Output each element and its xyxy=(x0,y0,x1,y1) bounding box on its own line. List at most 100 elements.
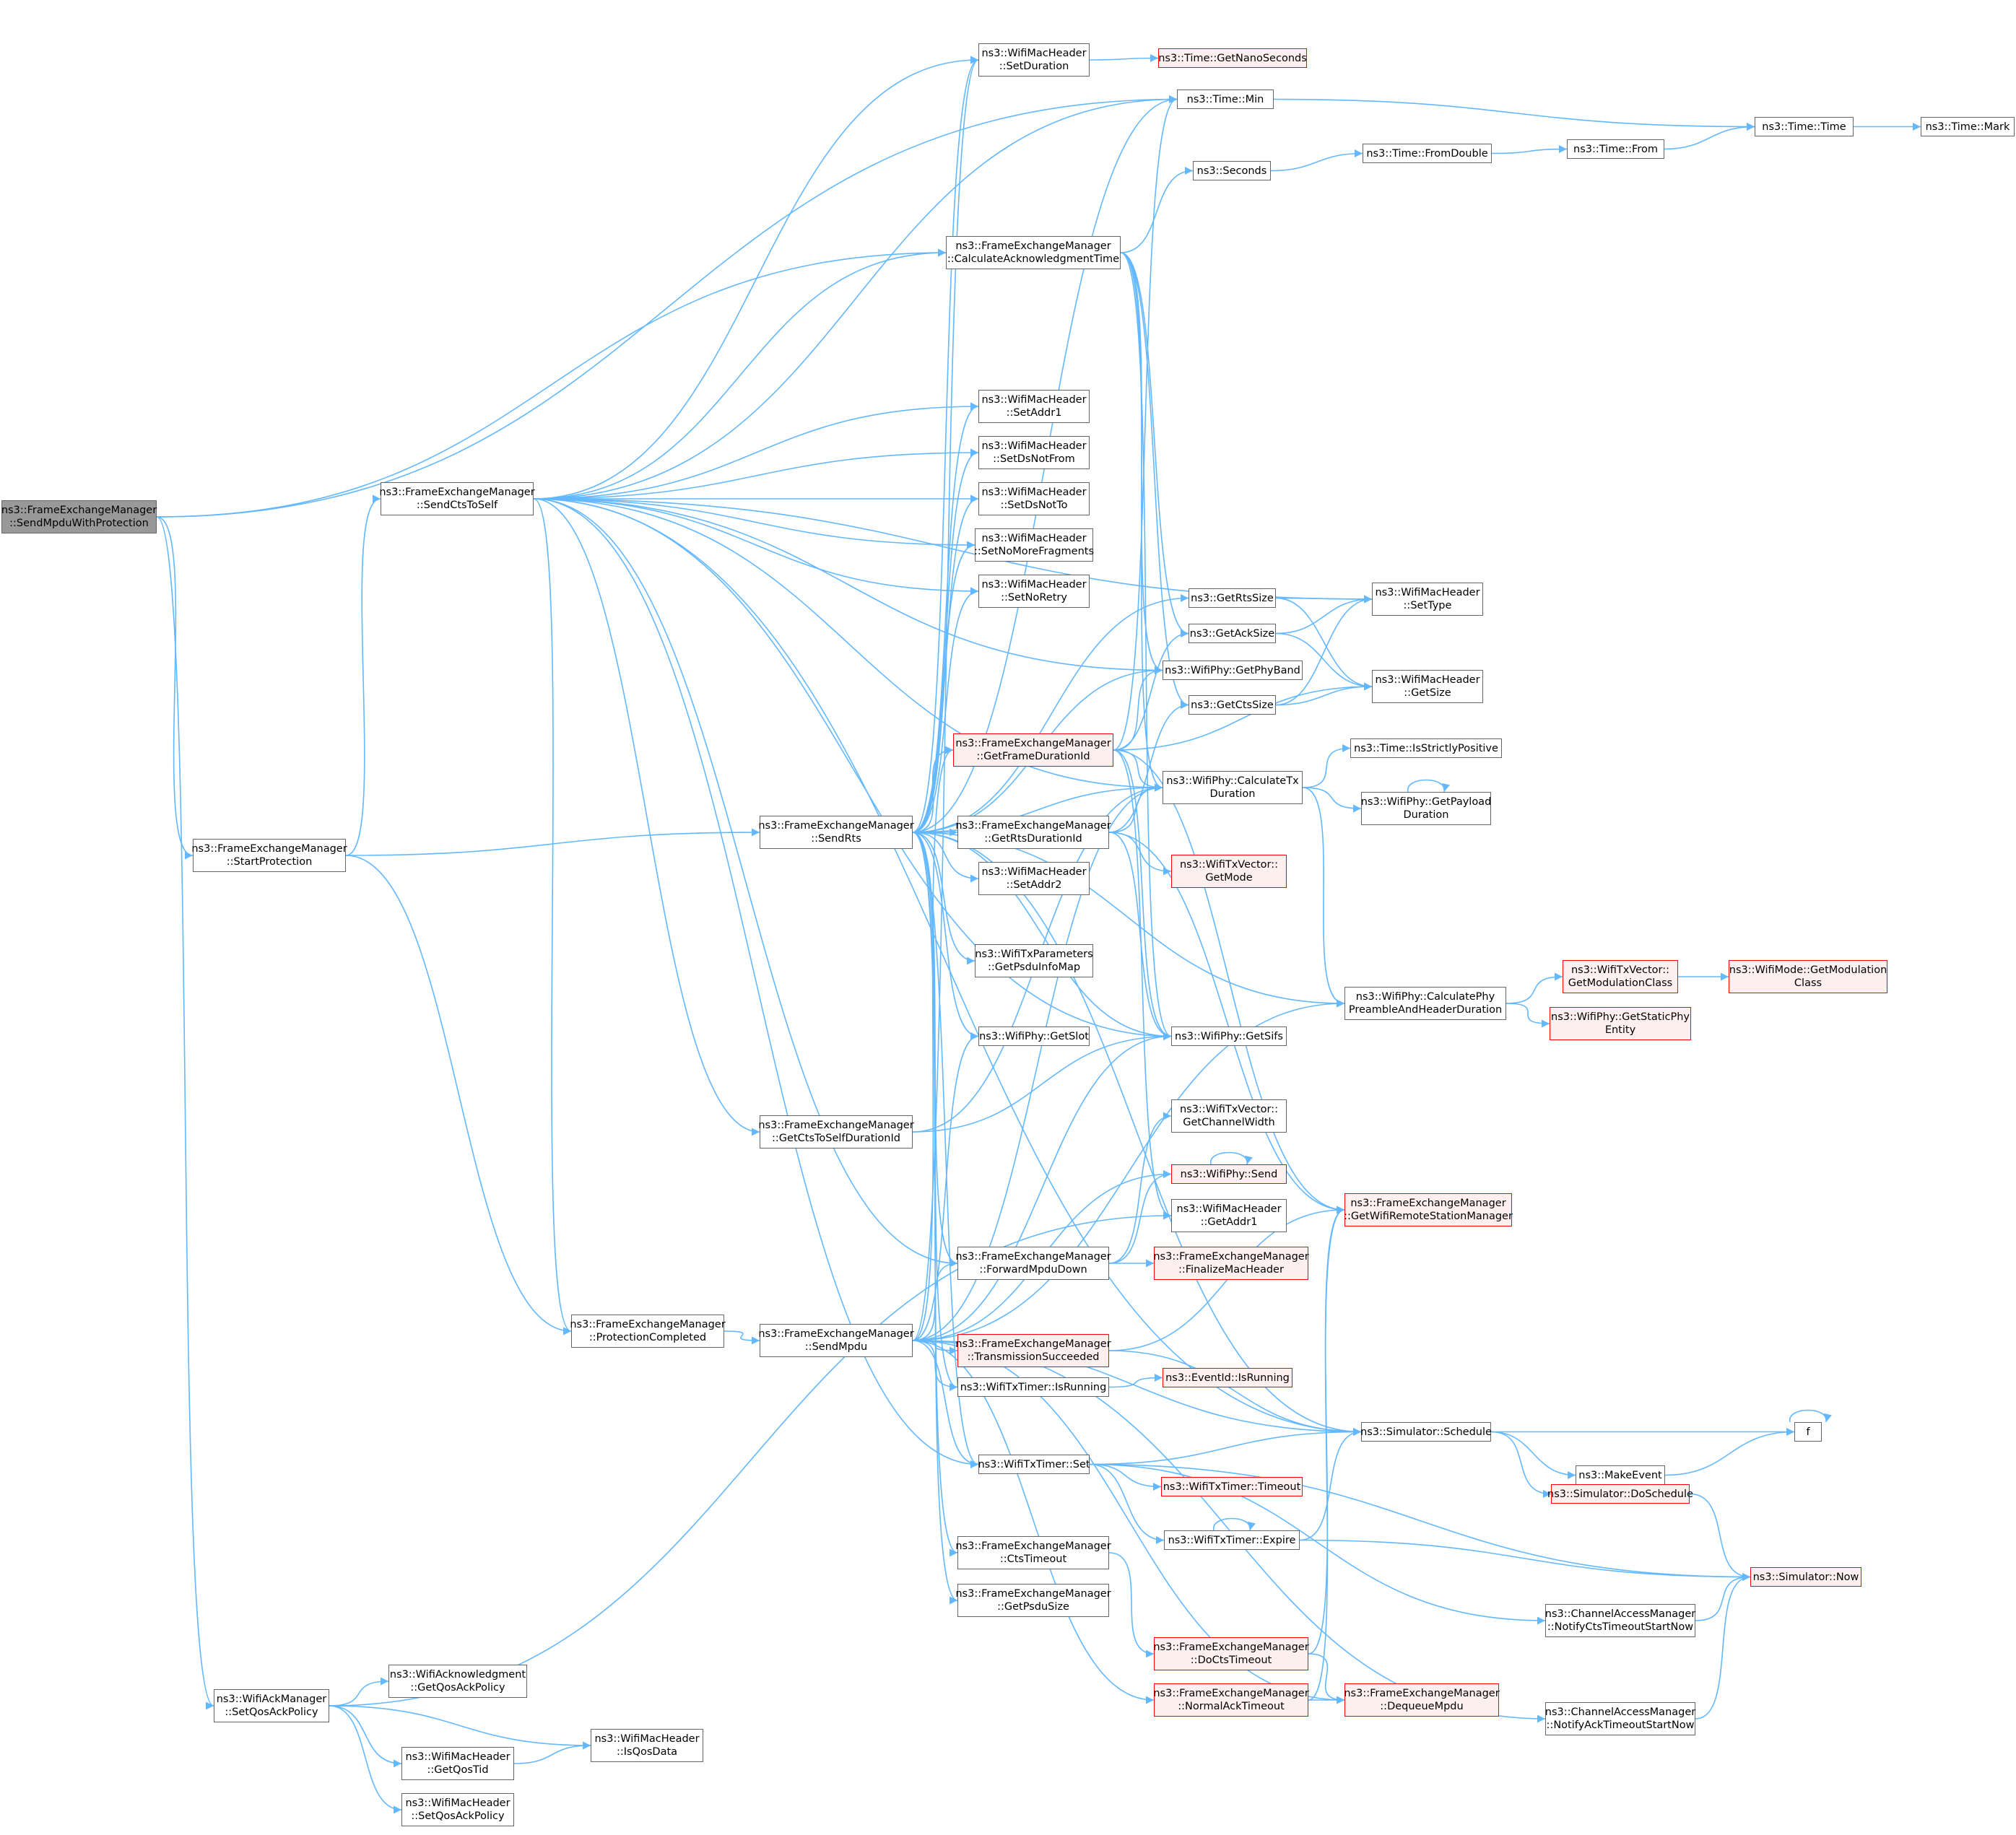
edge-n13-n22 xyxy=(533,498,1163,675)
edge-n24-n20 xyxy=(1275,595,1373,706)
edge-n40-n39 xyxy=(912,1032,1172,1133)
node-notify-ack-timeout-start-now[interactable]: ns3::ChannelAccessManager::NotifyAckTime… xyxy=(1545,1702,1695,1735)
edge-n10-n11 xyxy=(1270,149,1363,172)
node-get-size[interactable]: ns3::WifiMacHeader::GetSize xyxy=(1372,670,1483,703)
node-set-duration[interactable]: ns3::WifiMacHeader::SetDuration xyxy=(978,43,1090,77)
node-get-wifi-remote-station-manager[interactable]: ns3::FrameExchangeManager::GetWifiRemote… xyxy=(1344,1193,1513,1226)
node-event-id-is-running[interactable]: ns3::EventId::IsRunning xyxy=(1163,1368,1292,1387)
node-dequeue-mpdu[interactable]: ns3::FrameExchangeManager::DequeueMpdu xyxy=(1344,1683,1500,1717)
edge-n45-n42 xyxy=(1108,1169,1172,1264)
edge-n8-n9 xyxy=(1089,53,1159,63)
edge-n55-n58 xyxy=(1089,1463,1165,1545)
node-forward-mpdu-down[interactable]: ns3::FrameExchangeManager::ForwardMpduDo… xyxy=(955,1247,1111,1280)
node-simulator-now[interactable]: ns3::Simulator::Now xyxy=(1750,1567,1861,1587)
edge-n27-n38 xyxy=(912,832,979,1041)
node-get-rts-duration-id[interactable]: ns3::FrameExchangeManager::GetRtsDuratio… xyxy=(955,816,1111,849)
node-tx-vector-get-modulation-class[interactable]: ns3::WifiTxVector::GetModulationClass xyxy=(1563,960,1678,993)
node-get-addr1[interactable]: ns3::WifiMacHeader::GetAddr1 xyxy=(1171,1199,1287,1232)
node-wifi-tx-timer-is-running[interactable]: ns3::WifiTxTimer::IsRunning xyxy=(957,1377,1109,1397)
node-time-get-nano-seconds[interactable]: ns3::Time::GetNanoSeconds xyxy=(1158,48,1307,68)
edge-n47-n48 xyxy=(724,1330,760,1345)
edge-n5-n67 xyxy=(329,1705,591,1750)
node-make-event[interactable]: ns3::MakeEvent xyxy=(1576,1465,1665,1485)
edge-n58-n52 xyxy=(1299,1427,1362,1541)
node-finalize-mac-header[interactable]: ns3::FrameExchangeManager::FinalizeMacHe… xyxy=(1153,1247,1309,1280)
node-tx-vector-get-channel-width[interactable]: ns3::WifiTxVector::GetChannelWidth xyxy=(1171,1099,1287,1133)
node-get-ack-size[interactable]: ns3::GetAckSize xyxy=(1189,624,1276,643)
edge-n25-n22 xyxy=(1113,666,1163,751)
node-get-qos-tid[interactable]: ns3::WifiMacHeader::GetQosTid xyxy=(401,1747,514,1780)
node-get-psdu-size[interactable]: ns3::FrameExchangeManager::GetPsduSize xyxy=(955,1584,1111,1617)
node-time-mark[interactable]: ns3::Time::Mark xyxy=(1921,117,2015,136)
edge-n1-n5 xyxy=(156,516,214,1710)
node-set-ds-not-to[interactable]: ns3::WifiMacHeader::SetDsNotTo xyxy=(978,482,1090,515)
node-send-cts-to-self[interactable]: ns3::FrameExchangeManager::SendCtsToSelf xyxy=(379,482,535,515)
node-get-cts-size[interactable]: ns3::GetCtsSize xyxy=(1189,695,1276,715)
node-wifi-acknowledgment-get-qos-ack-policy[interactable]: ns3::WifiAcknowledgment::GetQosAckPolicy xyxy=(388,1665,527,1698)
node-set-addr2[interactable]: ns3::WifiMacHeader::SetAddr2 xyxy=(978,862,1090,895)
node-seconds[interactable]: ns3::Seconds xyxy=(1193,161,1271,180)
edge-n48-n38 xyxy=(912,1032,979,1341)
edge-n13-n15 xyxy=(533,448,979,500)
edge-n25-n39 xyxy=(1113,749,1172,1041)
edge-n13-n3 xyxy=(533,248,947,500)
node-is-qos-data[interactable]: ns3::WifiMacHeader::IsQosData xyxy=(591,1729,703,1762)
edge-n13-n47 xyxy=(533,498,572,1335)
node-tx-parameters-get-psdu-info-map[interactable]: ns3::WifiTxParameters::GetPsduInfoMap xyxy=(975,944,1093,977)
node-wifi-tx-timer-expire[interactable]: ns3::WifiTxTimer::Expire xyxy=(1164,1530,1300,1550)
node-set-ds-not-from[interactable]: ns3::WifiMacHeader::SetDsNotFrom xyxy=(978,436,1090,469)
node-set-no-retry[interactable]: ns3::WifiMacHeader::SetNoRetry xyxy=(978,575,1090,608)
node-wifi-tx-timer-set[interactable]: ns3::WifiTxTimer::Set xyxy=(978,1455,1090,1474)
node-calculate-acknowledgment-time[interactable]: ns3::FrameExchangeManager::CalculateAckn… xyxy=(946,236,1121,269)
node-ack-manager-set-qos-ack-policy[interactable]: ns3::WifiAckManager::SetQosAckPolicy xyxy=(214,1689,329,1722)
node-start-protection[interactable]: ns3::FrameExchangeManager::StartProtecti… xyxy=(191,839,347,872)
node-send-mpdu-with-protection[interactable]: ns3::FrameExchangeManager::SendMpduWithP… xyxy=(1,500,157,533)
node-wifi-mac-header-set-qos-ack-policy[interactable]: ns3::WifiMacHeader::SetQosAckPolicy xyxy=(401,1793,514,1826)
node-simulator-do-schedule[interactable]: ns3::Simulator::DoSchedule xyxy=(1547,1484,1693,1504)
node-get-rts-size[interactable]: ns3::GetRtsSize xyxy=(1189,588,1276,608)
edge-n13-n29 xyxy=(533,498,1163,792)
node-set-addr1[interactable]: ns3::WifiMacHeader::SetAddr1 xyxy=(978,390,1090,423)
node-simulator-schedule[interactable]: ns3::Simulator::Schedule xyxy=(1360,1422,1492,1442)
edge-n29-n30 xyxy=(1302,787,1362,813)
edge-n13-n14 xyxy=(533,402,979,500)
node-wifi-phy-get-slot[interactable]: ns3::WifiPhy::GetSlot xyxy=(978,1027,1090,1046)
edge-n50-n51 xyxy=(1108,1373,1163,1388)
node-set-no-more-fragments[interactable]: ns3::WifiMacHeader::SetNoMoreFragments xyxy=(974,528,1094,562)
edge-n25-n43 xyxy=(1113,749,1172,1220)
edge-n55-n62 xyxy=(1089,1463,1546,1625)
node-time-min[interactable]: ns3::Time::Min xyxy=(1177,90,1274,109)
node-cts-timeout[interactable]: ns3::FrameExchangeManager::CtsTimeout xyxy=(955,1536,1111,1569)
node-protection-completed[interactable]: ns3::FrameExchangeManager::ProtectionCom… xyxy=(570,1315,726,1348)
edge-n27-n8 xyxy=(912,56,979,833)
edge-n3-n39 xyxy=(1120,252,1172,1040)
node-wifi-tx-timer-timeout[interactable]: ns3::WifiTxTimer::Timeout xyxy=(1161,1477,1303,1496)
edge-n13-n20 xyxy=(533,498,1373,603)
node-time-from-double[interactable]: ns3::Time::FromDouble xyxy=(1363,144,1492,163)
edge-n11-n12 xyxy=(1491,144,1568,154)
edge-n27-n25 xyxy=(912,746,954,833)
node-time-is-strictly-positive[interactable]: ns3::Time::IsStrictlyPositive xyxy=(1350,738,1502,758)
node-set-type[interactable]: ns3::WifiMacHeader::SetType xyxy=(1372,583,1483,616)
node-transmission-succeeded[interactable]: ns3::FrameExchangeManager::TransmissionS… xyxy=(955,1334,1111,1367)
node-send-rts[interactable]: ns3::FrameExchangeManager::SendRts xyxy=(758,816,914,849)
node-get-frame-duration-id[interactable]: ns3::FrameExchangeManager::GetFrameDurat… xyxy=(953,733,1113,767)
node-wifi-phy-send[interactable]: ns3::WifiPhy::Send xyxy=(1171,1164,1287,1184)
node-normal-ack-timeout[interactable]: ns3::FrameExchangeManager::NormalAckTime… xyxy=(1153,1683,1309,1717)
node-wifi-phy-get-sifs[interactable]: ns3::WifiPhy::GetSifs xyxy=(1171,1027,1287,1046)
node-time-from[interactable]: ns3::Time::From xyxy=(1567,139,1664,159)
node-time-time[interactable]: ns3::Time::Time xyxy=(1755,117,1854,136)
node-do-cts-timeout[interactable]: ns3::FrameExchangeManager::DoCtsTimeout xyxy=(1153,1637,1309,1670)
node-send-mpdu[interactable]: ns3::FrameExchangeManager::SendMpdu xyxy=(758,1324,914,1357)
node-tx-vector-get-mode[interactable]: ns3::WifiTxVector::GetMode xyxy=(1171,855,1287,888)
edge-n48-n50 xyxy=(912,1340,958,1392)
node-notify-cts-timeout-start-now[interactable]: ns3::ChannelAccessManager::NotifyCtsTime… xyxy=(1545,1604,1695,1637)
node-f[interactable]: f xyxy=(1794,1422,1822,1442)
node-wifi-phy-get-phy-band[interactable]: ns3::WifiPhy::GetPhyBand xyxy=(1163,661,1303,680)
node-get-cts-to-self-duration-id[interactable]: ns3::FrameExchangeManager::GetCtsToSelfD… xyxy=(758,1115,914,1148)
